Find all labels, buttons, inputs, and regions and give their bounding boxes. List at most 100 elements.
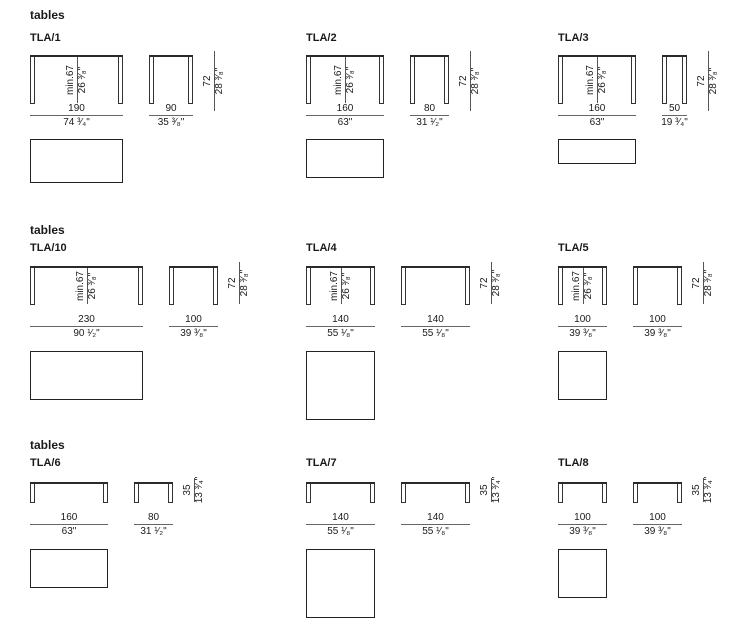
min-height-dimension-line — [77, 57, 78, 103]
depth-dimension-line — [134, 524, 173, 525]
front-view-leg — [306, 57, 311, 104]
height-dimension-line — [239, 262, 240, 304]
height-dimension-in: 28 ³⁄₈" — [703, 269, 714, 297]
height-dimension-line — [491, 478, 492, 502]
width-dimension-line — [306, 115, 384, 116]
min-height-dimension-in: 26 ³⁄₈" — [87, 272, 98, 300]
table-model-label: TLA/8 — [558, 457, 589, 469]
front-view-top — [306, 482, 375, 484]
plan-view — [306, 549, 375, 618]
min-height-dimension-cm: min.67 — [585, 65, 596, 96]
table-model-label: TLA/5 — [558, 242, 589, 254]
depth-dimension-line — [633, 326, 682, 327]
depth-dimension-line — [633, 524, 682, 525]
table-model-label: TLA/10 — [30, 242, 67, 254]
front-view-leg — [370, 268, 375, 305]
table-model-label: TLA/4 — [306, 242, 337, 254]
plan-view — [558, 139, 636, 164]
width-dimension-line — [558, 326, 607, 327]
width-dimension-line — [30, 524, 108, 525]
front-view-leg — [558, 484, 563, 503]
depth-dimension-in: 31 ¹⁄₂" — [416, 117, 443, 128]
side-view-leg — [662, 57, 667, 104]
min-height-dimension-line — [87, 268, 88, 304]
table-model-label: TLA/1 — [30, 32, 61, 44]
height-dimension-line — [491, 262, 492, 304]
depth-dimension-cm: 100 — [185, 314, 202, 325]
depth-dimension-line — [401, 326, 470, 327]
width-dimension-in: 63" — [337, 117, 353, 128]
side-view-leg — [213, 268, 218, 305]
depth-dimension-in: 55 ¹⁄₈" — [422, 526, 449, 537]
width-dimension-line — [30, 115, 123, 116]
height-dimension-in: 13 ³⁄₄" — [194, 476, 205, 504]
depth-dimension-cm: 100 — [649, 314, 666, 325]
height-dimension-cm: 72 — [458, 75, 469, 87]
side-view-leg — [169, 268, 174, 305]
plan-view — [30, 139, 123, 183]
section-title: tables — [30, 223, 65, 237]
width-dimension-in: 63" — [589, 117, 605, 128]
side-view-top — [401, 266, 470, 268]
front-view-top — [306, 266, 375, 268]
min-height-dimension-line — [341, 268, 342, 304]
height-dimension-in: 28 ³⁄₈" — [470, 67, 481, 95]
height-dimension-cm: 35 — [691, 484, 702, 496]
depth-dimension-line — [662, 115, 687, 116]
min-height-dimension-in: 26 ³⁄₈" — [583, 272, 594, 300]
depth-dimension-cm: 100 — [649, 512, 666, 523]
front-view-leg — [30, 484, 35, 503]
depth-dimension-in: 31 ¹⁄₂" — [140, 526, 167, 537]
height-dimension-in: 28 ³⁄₈" — [239, 269, 250, 297]
width-dimension-in: 74 ³⁄₄" — [63, 117, 90, 128]
plan-view — [30, 351, 143, 400]
width-dimension-cm: 100 — [574, 314, 591, 325]
min-height-dimension-cm: min.67 — [571, 271, 582, 302]
width-dimension-in: 39 ³⁄₈" — [569, 526, 596, 537]
side-view-leg — [465, 268, 470, 305]
front-view-top — [30, 482, 108, 484]
min-height-dimension-line — [583, 268, 584, 304]
depth-dimension-cm: 140 — [427, 512, 444, 523]
table-model-label: TLA/3 — [558, 32, 589, 44]
side-view-leg — [444, 57, 449, 104]
width-dimension-cm: 230 — [78, 314, 95, 325]
front-view-top — [30, 266, 143, 268]
height-dimension-line — [214, 51, 215, 111]
front-view-leg — [558, 268, 563, 305]
min-height-dimension-cm: min.67 — [65, 65, 76, 96]
min-height-dimension-cm: min.67 — [75, 271, 86, 302]
side-view-leg — [149, 57, 154, 104]
side-view-top — [633, 266, 682, 268]
height-dimension-cm: 72 — [202, 75, 213, 87]
section-title: tables — [30, 8, 65, 22]
height-dimension-in: 13 ³⁄₄" — [703, 476, 714, 504]
side-view-leg — [134, 484, 139, 503]
width-dimension-cm: 190 — [68, 103, 85, 114]
depth-dimension-in: 39 ³⁄₈" — [644, 526, 671, 537]
width-dimension-line — [30, 326, 143, 327]
width-dimension-cm: 160 — [336, 103, 354, 114]
height-dimension-line — [703, 262, 704, 304]
side-view-leg — [188, 57, 193, 104]
side-view-leg — [677, 268, 682, 305]
width-dimension-cm: 140 — [332, 314, 349, 325]
min-height-dimension-in: 26 ³⁄₈" — [77, 66, 88, 94]
front-view-leg — [118, 57, 123, 104]
side-view-top — [410, 55, 449, 57]
front-view-leg — [306, 268, 311, 305]
side-view-leg — [633, 484, 638, 503]
front-view-top — [558, 266, 607, 268]
height-dimension-line — [470, 51, 471, 111]
width-dimension-in: 63" — [61, 526, 77, 537]
front-view-leg — [602, 484, 607, 503]
side-view-top — [149, 55, 193, 57]
min-height-dimension-cm: min.67 — [329, 271, 340, 302]
front-view-leg — [602, 268, 607, 305]
side-view-leg — [168, 484, 173, 503]
height-dimension-cm: 72 — [227, 277, 238, 289]
width-dimension-in: 90 ¹⁄₂" — [73, 328, 100, 339]
height-dimension-line — [708, 51, 709, 111]
height-dimension-cm: 72 — [696, 75, 707, 87]
height-dimension-in: 28 ³⁄₈" — [708, 67, 719, 95]
